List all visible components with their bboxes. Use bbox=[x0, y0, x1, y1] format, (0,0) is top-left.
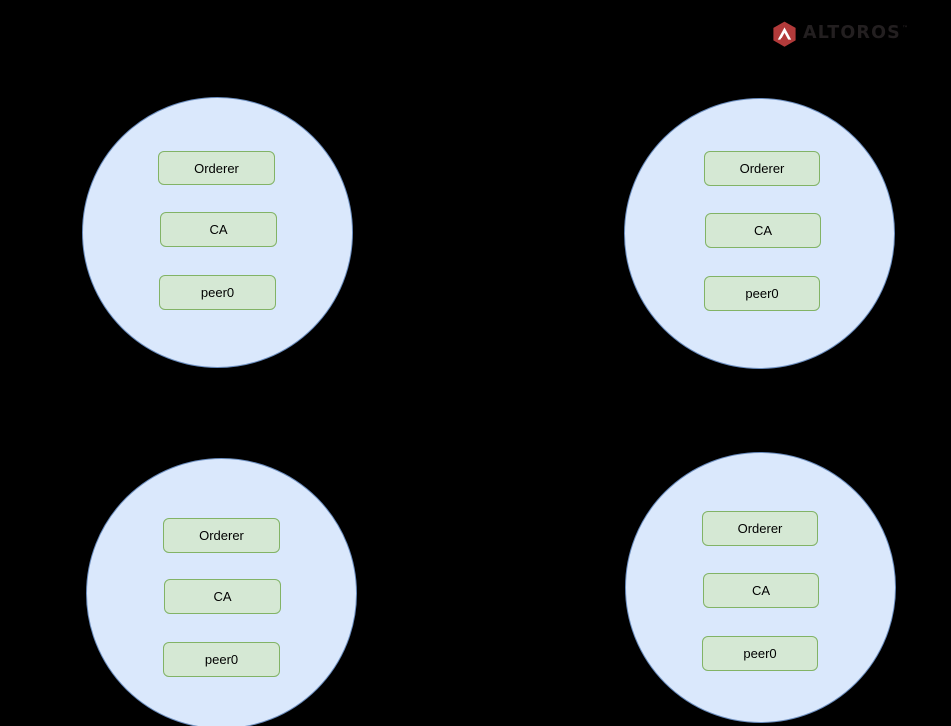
brand-name: ALTOROS bbox=[803, 23, 901, 44]
node-box-orderer[interactable]: Orderer bbox=[158, 151, 275, 185]
altoros-wordmark: ALTOROS ™ bbox=[803, 25, 909, 43]
node-box-orderer[interactable]: Orderer bbox=[163, 518, 280, 553]
node-box-ca[interactable]: CA bbox=[705, 213, 821, 248]
node-box-peer0[interactable]: peer0 bbox=[159, 275, 276, 310]
altoros-logo: ALTOROS ™ bbox=[772, 21, 909, 47]
node-box-orderer[interactable]: Orderer bbox=[704, 151, 820, 186]
node-box-ca[interactable]: CA bbox=[160, 212, 277, 247]
node-box-peer0[interactable]: peer0 bbox=[702, 636, 818, 671]
altoros-hexagon-logo-icon bbox=[772, 21, 797, 47]
node-box-peer0[interactable]: peer0 bbox=[163, 642, 280, 677]
node-box-ca[interactable]: CA bbox=[164, 579, 281, 614]
node-box-ca[interactable]: CA bbox=[703, 573, 819, 608]
trademark-symbol: ™ bbox=[901, 25, 910, 33]
node-box-orderer[interactable]: Orderer bbox=[702, 511, 818, 546]
node-box-peer0[interactable]: peer0 bbox=[704, 276, 820, 311]
